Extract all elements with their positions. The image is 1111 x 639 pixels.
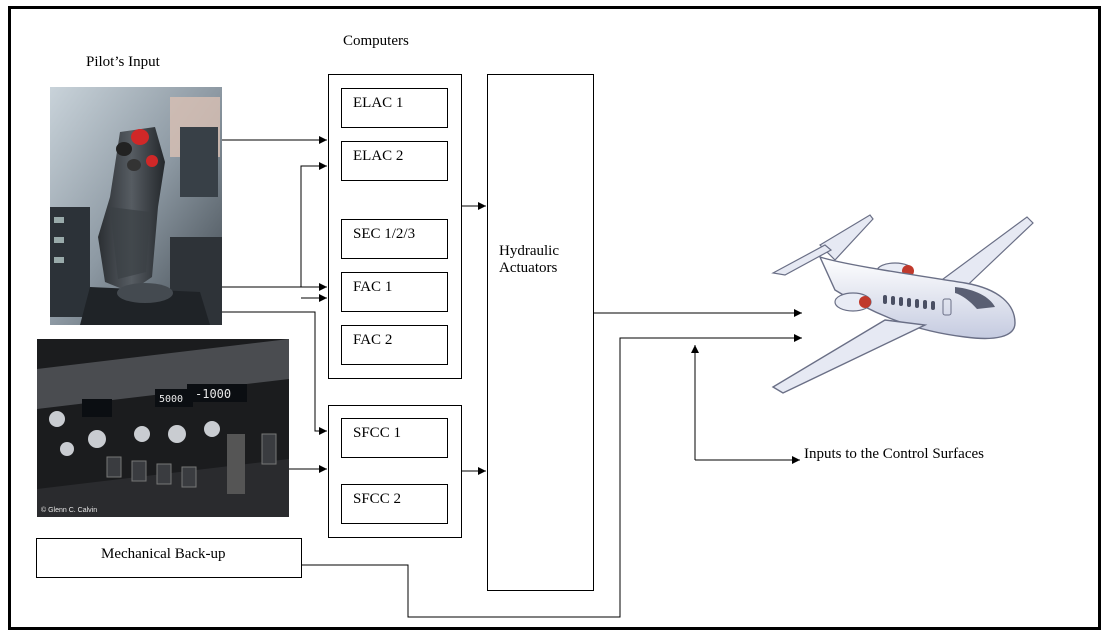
panel-readout-2: 5000 — [159, 394, 183, 405]
computers-label: Computers — [343, 33, 409, 49]
pilot-input-label: Pilot’s Input — [86, 54, 160, 70]
autopilot-panel-photo: © Glenn C. Calvin 5000 -1000 — [37, 339, 289, 517]
fac-2-box: FAC 2 — [341, 325, 448, 365]
sfcc-2-box: SFCC 2 — [341, 484, 448, 524]
hydraulic-label-line1: Hydraulic — [499, 243, 559, 259]
hydraulic-actuators-box: Hydraulic Actuators — [487, 74, 594, 591]
hydraulic-label-line2: Actuators — [499, 260, 558, 276]
photo-credit: © Glenn C. Calvin — [41, 506, 97, 514]
sidestick-photo — [50, 87, 222, 325]
mechanical-backup-label: Mechanical Back-up — [101, 546, 226, 562]
control-surfaces-label: Inputs to the Control Surfaces — [804, 446, 984, 462]
elac-1-box: ELAC 1 — [341, 88, 448, 128]
aircraft-icon — [771, 214, 1034, 394]
sfcc-1-box: SFCC 1 — [341, 418, 448, 458]
panel-readout: -1000 — [195, 387, 231, 401]
mechanical-backup-box: Mechanical Back-up — [36, 538, 302, 578]
elac-2-box: ELAC 2 — [341, 141, 448, 181]
diagram-frame — [8, 6, 1101, 630]
sec-box: SEC 1/2/3 — [341, 219, 448, 259]
fac-1-box: FAC 1 — [341, 272, 448, 312]
